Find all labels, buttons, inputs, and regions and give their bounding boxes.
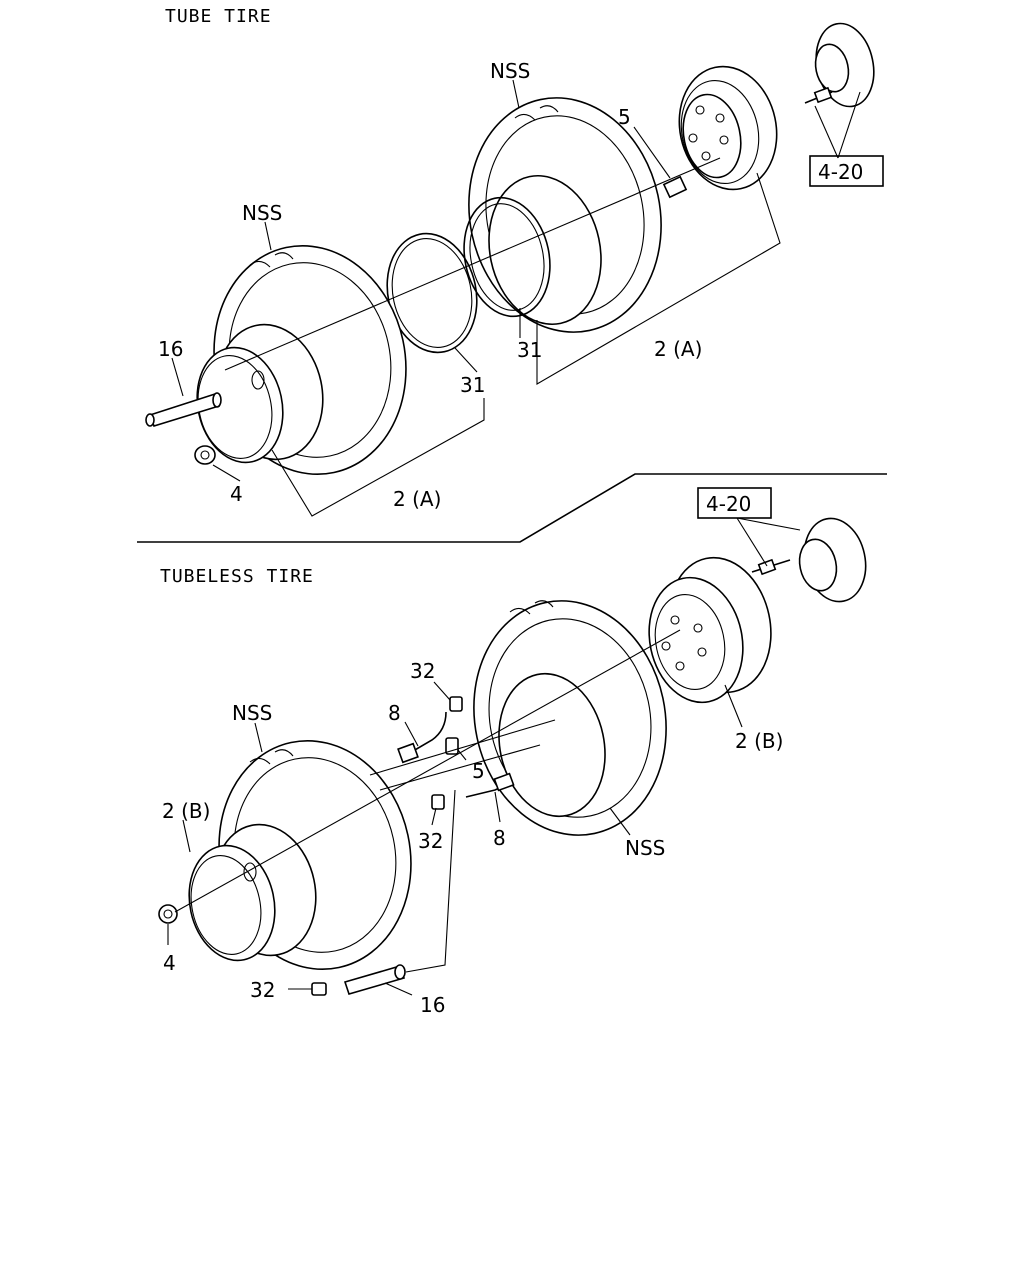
label-nss-tube-front: NSS: [242, 201, 282, 225]
tube-tire-title: TUBE TIRE: [165, 6, 272, 27]
label-part-5-tubeless: 5: [472, 759, 485, 783]
label-part-16-tube: 16: [158, 337, 183, 361]
tubeless-nut-4: [158, 904, 178, 924]
tube-valve-5: [662, 175, 688, 199]
label-part-16-tubeless: 16: [420, 993, 445, 1017]
tube-leader-lines: [171, 79, 861, 517]
label-part-4-tubeless: 4: [163, 951, 176, 975]
label-nss-tubeless-front: NSS: [232, 701, 272, 725]
label-part-31-ring: 31: [460, 373, 485, 397]
label-ref-4-20-top: 4-20: [818, 160, 863, 184]
label-nss-tube-rear: NSS: [490, 59, 530, 83]
label-part-31-flap: 31: [517, 338, 542, 362]
ref-box-4-20-top: [809, 155, 884, 187]
tubeless-rear-tire: [473, 600, 667, 836]
tubeless-valve-parts: [311, 696, 515, 996]
label-part-2b-left: 2 (B): [162, 799, 210, 823]
tube-hub-top: [804, 22, 875, 108]
label-part-2a-left: 2 (A): [393, 487, 441, 511]
label-nss-tubeless-rear: NSS: [625, 836, 665, 860]
section-divider: [137, 473, 887, 543]
label-part-2a-right: 2 (A): [654, 337, 702, 361]
tube-rear-tire: [468, 97, 662, 333]
label-part-32-bottom: 32: [250, 978, 275, 1002]
ref-box-4-20-bottom: [697, 487, 772, 519]
label-part-32-mid: 32: [418, 829, 443, 853]
tube-rear-wheel: [678, 65, 778, 191]
tubeless-tire-title: TUBELESS TIRE: [160, 566, 314, 587]
tube-front-wheel: [196, 323, 324, 464]
tubeless-front-wheel: [188, 823, 317, 962]
label-part-5-tube: 5: [618, 105, 631, 129]
tube-nut-4: [194, 445, 216, 465]
tube-extension-16: [145, 392, 222, 427]
tubeless-hub-bottom: [751, 517, 867, 603]
label-ref-4-20-bottom: 4-20: [706, 492, 751, 516]
tubeless-leader-lines: [167, 517, 801, 996]
label-part-2b-right: 2 (B): [735, 729, 783, 753]
label-part-32-top: 32: [410, 659, 435, 683]
label-part-4-tube: 4: [230, 482, 243, 506]
tubeless-rear-wheel: [648, 556, 772, 704]
label-part-8-top: 8: [388, 701, 401, 725]
label-part-8-mid: 8: [493, 826, 506, 850]
